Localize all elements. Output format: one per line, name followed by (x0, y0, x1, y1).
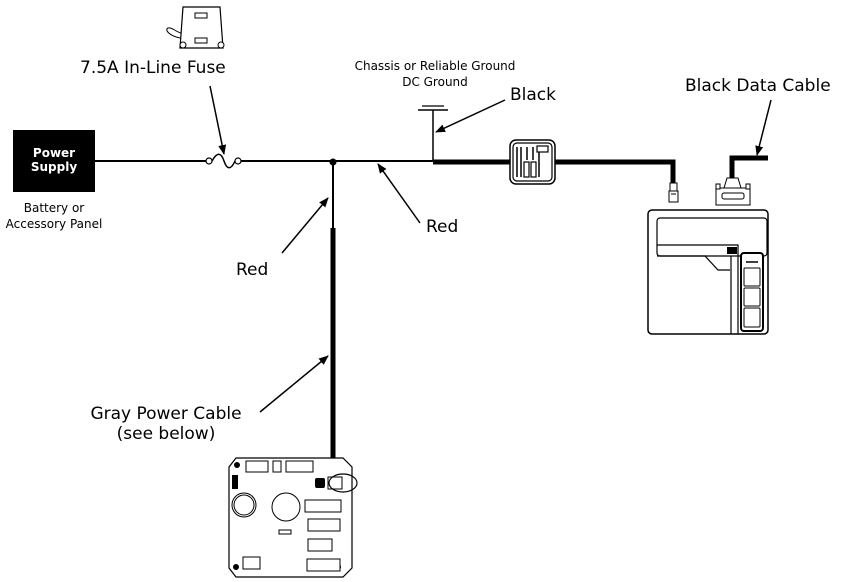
power-supply-caption-line2: Accessory Panel (5, 217, 103, 231)
power-supply-caption-line1: Battery or (23, 201, 85, 215)
arrow-fuse (209, 85, 227, 155)
fuse-holder-illustration (166, 6, 225, 49)
power-supply-caption: Battery or Accessory Panel (0, 200, 108, 232)
power-supply-box (13, 130, 95, 192)
red-vertical-label: Red (236, 260, 269, 280)
gray-power-cable-label-line2: (see below) (116, 424, 216, 444)
dc-power-plug (668, 182, 679, 203)
db25-connector (715, 177, 751, 206)
arrow-gray-cable (259, 355, 329, 413)
black-data-cable-label: Black Data Cable (685, 76, 831, 96)
connector-highlight-ellipse (328, 473, 358, 493)
arrow-black (435, 99, 506, 133)
ground-label: Chassis or Reliable Ground DC Ground (330, 58, 540, 90)
arrow-red-vertical (281, 197, 329, 254)
power-supply-label-line1: Power (32, 146, 76, 160)
arrow-red-horizontal (377, 163, 421, 224)
gray-power-cable-label-line1: Gray Power Cable (90, 404, 242, 424)
ground-label-line2: DC Ground (402, 75, 468, 89)
noise-filter-module (509, 139, 556, 185)
wire-filter-to-printer (555, 159, 676, 183)
black-data-cable (729, 155, 768, 178)
black-wire-label: Black (510, 85, 556, 105)
fuse-symbol (205, 153, 242, 169)
red-horizontal-label: Red (426, 217, 459, 237)
power-supply-label: Power Supply (13, 146, 95, 174)
fuse-label: 7.5A In-Line Fuse (80, 58, 226, 78)
ground-symbol (418, 105, 448, 161)
ground-label-line1: Chassis or Reliable Ground (354, 59, 516, 73)
gray-power-cable-label: Gray Power Cable (see below) (72, 404, 260, 444)
control-board (228, 457, 358, 578)
arrow-data-cable (755, 99, 772, 156)
receipt-printer (647, 209, 769, 335)
power-supply-label-line2: Supply (30, 160, 78, 174)
